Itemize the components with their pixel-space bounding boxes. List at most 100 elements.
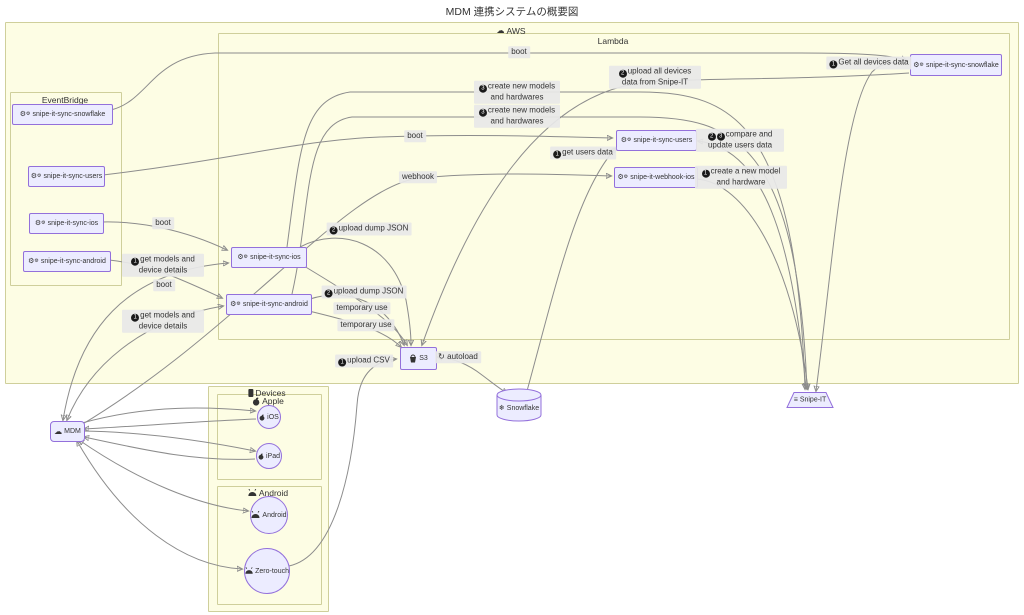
node-ios: iOS bbox=[257, 405, 281, 429]
menu-icon: ≡ bbox=[793, 396, 798, 404]
gear-icon: ⚙ bbox=[236, 301, 241, 307]
edge-upload-json-ios bbox=[299, 237, 411, 345]
gear-icon: ⚙ bbox=[230, 301, 237, 308]
step-badge: 2 bbox=[329, 226, 338, 235]
refresh-icon: ↻ bbox=[438, 352, 445, 362]
snowflake-icon: ❄ bbox=[498, 405, 505, 412]
edge-mdm-ipad-in bbox=[84, 437, 256, 460]
gear-icon: ⚙ bbox=[19, 111, 27, 118]
edge-get-users bbox=[526, 148, 616, 392]
gear-icon: ⚙ bbox=[34, 220, 42, 227]
gear-icon: ⚙ bbox=[30, 173, 38, 180]
node-lambda-sync-ios: ⚙⚙ snipe-it-sync-ios bbox=[231, 247, 307, 268]
android-icon bbox=[245, 567, 253, 574]
android-icon bbox=[251, 511, 260, 518]
edge-label-autoload: ↻ autoload bbox=[435, 351, 481, 363]
aws-container-label: ☁ AWS bbox=[496, 26, 526, 36]
gear-icon: ⚙ bbox=[243, 254, 249, 260]
step-badge: 3 bbox=[478, 84, 487, 93]
gear-icon: ⚙ bbox=[41, 220, 46, 226]
gear-icon: ⚙ bbox=[237, 254, 244, 261]
edge-mdm-zerotouch bbox=[77, 441, 242, 569]
node-eventbridge-sync-snowflake: ⚙⚙ snipe-it-sync-snowflake bbox=[12, 104, 113, 125]
apple-icon bbox=[252, 397, 260, 406]
apple-container-label: Apple bbox=[252, 396, 284, 406]
edge-boot-users bbox=[102, 135, 612, 176]
step-badge: 3 bbox=[716, 132, 725, 141]
node-lambda-sync-snowflake: ⚙⚙ snipe-it-sync-snowflake bbox=[910, 54, 1002, 76]
edge-label-temporary-android: temporary use bbox=[337, 319, 395, 331]
node-android-device: Android bbox=[250, 496, 288, 534]
edge-label-webhook: webhook bbox=[398, 171, 438, 183]
devices-container-label: Devices bbox=[248, 388, 286, 398]
edge-mdm-ios-in bbox=[84, 418, 257, 429]
step-badge: 1 bbox=[338, 358, 347, 367]
gear-icon: ⚙ bbox=[913, 61, 920, 69]
edge-label-temporary-ios: temporary use bbox=[333, 302, 391, 314]
edge-webhook bbox=[80, 174, 611, 426]
node-eventbridge-sync-android: ⚙⚙ snipe-it-sync-android bbox=[23, 251, 111, 272]
gear-icon: ⚙ bbox=[28, 258, 35, 265]
step-badge: 2 bbox=[707, 132, 716, 141]
tablet-icon bbox=[248, 389, 254, 397]
gear-icon: ⚙ bbox=[34, 258, 39, 264]
apple-icon bbox=[258, 453, 264, 460]
step-badge: 1 bbox=[131, 257, 140, 266]
gear-icon: ⚙ bbox=[627, 137, 632, 143]
apple-icon bbox=[259, 414, 265, 421]
node-lambda-sync-users: ⚙⚙ snipe-it-sync-users bbox=[616, 130, 697, 151]
diagram-title: MDM 連携システムの概要図 bbox=[445, 6, 579, 18]
gear-icon: ⚙ bbox=[26, 111, 31, 117]
node-lambda-sync-android: ⚙⚙ snipe-it-sync-android bbox=[226, 294, 312, 315]
gear-icon: ⚙ bbox=[623, 174, 629, 180]
edge-boot-snowflake bbox=[110, 52, 906, 111]
step-badge: 1 bbox=[131, 313, 140, 322]
gear-icon: ⚙ bbox=[919, 61, 924, 68]
gear-icon: ⚙ bbox=[620, 137, 628, 144]
edge-label-boot-users: boot bbox=[404, 130, 426, 142]
edge-label-boot-ios: boot bbox=[152, 217, 174, 229]
cloud-icon: ☁ bbox=[496, 26, 505, 35]
edge-mdm-android bbox=[79, 440, 248, 511]
node-eventbridge-sync-users: ⚙⚙ snipe-it-sync-users bbox=[28, 166, 105, 187]
node-eventbridge-sync-ios: ⚙⚙ snipe-it-sync-ios bbox=[29, 213, 104, 234]
edge-mdm-ios-out bbox=[81, 408, 255, 424]
gear-icon: ⚙ bbox=[37, 173, 42, 179]
edge-get-models-ios bbox=[63, 263, 228, 420]
edge-mdm-ipad-out bbox=[81, 430, 255, 451]
edge-upload-csv bbox=[288, 359, 396, 567]
step-badge: 2 bbox=[618, 69, 627, 78]
step-badge: 3 bbox=[478, 108, 487, 117]
step-badge: 1 bbox=[829, 60, 838, 69]
step-badge: 2 bbox=[324, 289, 333, 298]
node-ipad: iPad bbox=[256, 443, 282, 469]
gear-icon: ⚙ bbox=[617, 174, 624, 181]
edge-get-all-devices bbox=[816, 62, 907, 391]
edge-label-boot-snowflake: boot bbox=[508, 46, 530, 58]
node-snowflake-label: ❄ Snowflake bbox=[498, 404, 540, 413]
lambda-container-label: Lambda bbox=[597, 36, 629, 46]
bucket-icon bbox=[410, 354, 417, 363]
edge-label-boot-android: boot bbox=[153, 279, 175, 291]
node-lambda-webhook-ios: ⚙⚙ snipe-it-webhook-ios bbox=[614, 167, 698, 188]
node-snipeit-label: ≡ Snipe-IT bbox=[793, 396, 827, 404]
step-badge: 1 bbox=[553, 150, 562, 159]
node-s3: S3 bbox=[400, 347, 437, 370]
step-badge: 1 bbox=[701, 169, 710, 178]
node-mdm: ☁ MDM bbox=[50, 421, 85, 442]
node-zerotouch: Zero-touch bbox=[244, 548, 290, 594]
cloud-icon: ☁ bbox=[54, 426, 63, 436]
